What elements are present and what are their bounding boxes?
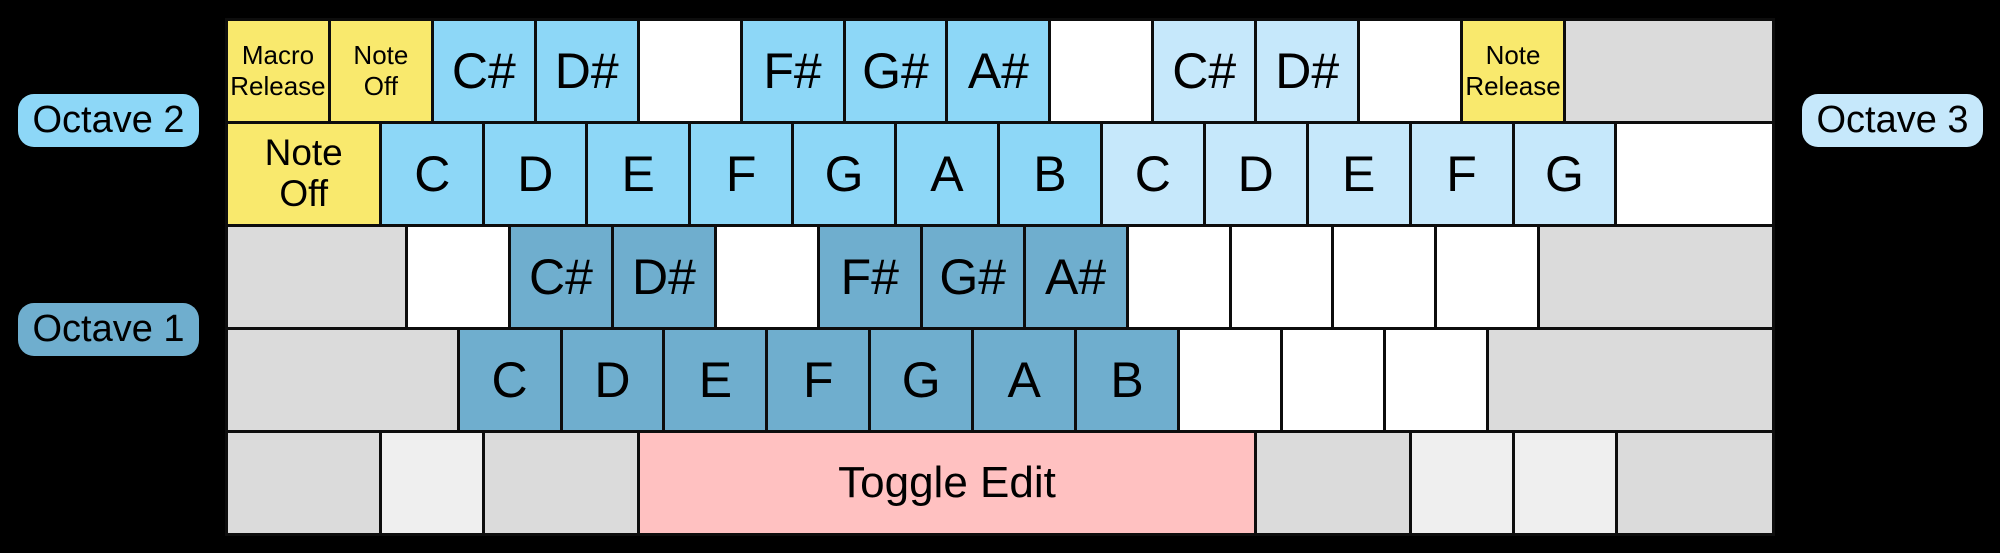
- key-c-oct1: C: [459, 330, 563, 430]
- key-unmapped: [1128, 227, 1232, 327]
- key-inactive: [1617, 433, 1772, 533]
- key-f-oct2: F: [691, 124, 795, 224]
- octave-2-label: Octave 2: [18, 94, 199, 147]
- key-inactive: [1540, 227, 1772, 327]
- key-e-oct1: E: [665, 330, 769, 430]
- key-d-oct3: D: [1205, 124, 1309, 224]
- key-unmapped: [1334, 227, 1438, 327]
- key-c-oct2: C: [382, 124, 486, 224]
- keyboard-row: C#D# F#G#A#: [228, 227, 1772, 330]
- key-f-oct3: F: [1411, 124, 1515, 224]
- key-unmapped: [1282, 330, 1386, 430]
- key-g-oct3: G: [1514, 124, 1618, 224]
- key-e-oct2: E: [588, 124, 692, 224]
- key-unmapped: [1385, 330, 1489, 430]
- key-b-oct1: B: [1077, 330, 1181, 430]
- key-g-sharp-oct1: G#: [922, 227, 1026, 327]
- key-unmapped: [1051, 21, 1155, 121]
- key-g-oct2: G: [794, 124, 897, 224]
- key-d-sharp-oct1: D#: [613, 227, 717, 327]
- key-inactive: [228, 330, 460, 430]
- key-f-oct1: F: [768, 330, 872, 430]
- key-d-oct1: D: [562, 330, 666, 430]
- key-a-sharp-oct1: A#: [1025, 227, 1129, 327]
- key-unmapped: [1617, 124, 1772, 224]
- octave-1-label: Octave 1: [18, 303, 199, 356]
- key-inactive: [228, 433, 383, 533]
- key-unmapped: [1231, 227, 1335, 327]
- key-c-sharp-oct1: C#: [511, 227, 614, 327]
- key-a-sharp-oct2: A#: [948, 21, 1052, 121]
- key-inactive: [228, 227, 409, 327]
- key-a-oct1: A: [974, 330, 1078, 430]
- key-d-oct2: D: [485, 124, 589, 224]
- key-toggle-edit: Toggle Edit: [639, 433, 1258, 533]
- key-inactive: [1565, 21, 1772, 121]
- key-unmapped: [408, 227, 512, 327]
- key-unmapped: [1180, 330, 1283, 430]
- key-d-sharp-oct2: D#: [536, 21, 640, 121]
- key-g-sharp-oct2: G#: [845, 21, 949, 121]
- key-unmapped: [639, 21, 743, 121]
- key-inactive-light: [1514, 433, 1618, 533]
- key-f-sharp-oct1: F#: [819, 227, 923, 327]
- key-inactive: [1257, 433, 1412, 533]
- octave-3-label: Octave 3: [1802, 94, 1983, 147]
- key-inactive-light: [382, 433, 486, 533]
- key-g-oct1: G: [871, 330, 975, 430]
- key-d-sharp-oct3: D#: [1257, 21, 1361, 121]
- key-inactive: [1488, 330, 1772, 430]
- key-c-sharp-oct2: C#: [433, 21, 537, 121]
- key-a-oct2: A: [897, 124, 1000, 224]
- key-c-oct3: C: [1102, 124, 1206, 224]
- key-unmapped: [1437, 227, 1541, 327]
- key-e-oct3: E: [1308, 124, 1412, 224]
- key-unmapped: [1360, 21, 1464, 121]
- key-c-sharp-oct3: C#: [1154, 21, 1258, 121]
- key-inactive: [485, 433, 640, 533]
- keyboard-row: Toggle Edit: [228, 433, 1772, 533]
- key-inactive-light: [1411, 433, 1515, 533]
- key-b-oct2: B: [999, 124, 1103, 224]
- key-unmapped: [716, 227, 820, 327]
- key-f-sharp-oct2: F#: [742, 21, 846, 121]
